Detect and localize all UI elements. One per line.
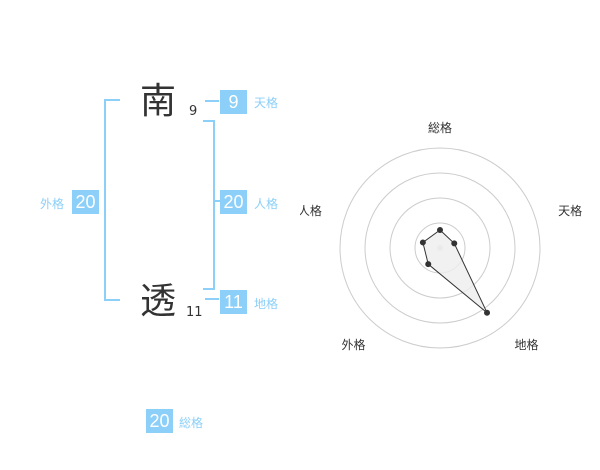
jinkaku-label: 人格 bbox=[254, 197, 279, 211]
radar-axis-label: 外格 bbox=[341, 337, 365, 352]
radar-point bbox=[451, 240, 458, 247]
tenkaku-connector bbox=[205, 100, 219, 102]
jinkaku-value: 20 bbox=[220, 190, 247, 214]
chikaku-label: 地格 bbox=[254, 297, 279, 311]
radar-point bbox=[437, 227, 443, 233]
gaikaku-value: 20 bbox=[72, 190, 99, 214]
radar-ring bbox=[339, 147, 541, 349]
name-char-2-strokes: 11 bbox=[186, 305, 203, 320]
name-char-1-strokes: 9 bbox=[189, 104, 198, 119]
soukaku-value: 20 bbox=[146, 409, 173, 433]
radar-axis-label: 地格 bbox=[515, 337, 539, 352]
tenkaku-value: 9 bbox=[220, 90, 247, 114]
radar-point bbox=[484, 309, 491, 316]
chikaku-value: 11 bbox=[220, 290, 247, 314]
tenkaku-label: 天格 bbox=[254, 96, 279, 110]
radar-axis-label: 総格 bbox=[428, 120, 452, 135]
jinkaku-connector bbox=[213, 200, 221, 202]
radar-point bbox=[419, 239, 426, 246]
radar-point bbox=[425, 261, 432, 268]
radar-polygon bbox=[422, 229, 488, 314]
chikaku-connector bbox=[205, 298, 219, 300]
gaikaku-bracket bbox=[104, 99, 120, 301]
radar-axis-label: 天格 bbox=[558, 203, 582, 218]
jinkaku-bracket bbox=[203, 120, 215, 290]
soukaku-label: 総格 bbox=[179, 416, 204, 430]
name-char-2: 透 bbox=[140, 281, 177, 322]
radar-ring bbox=[364, 172, 516, 324]
radar-axis-label: 人格 bbox=[300, 203, 322, 218]
radar-ring bbox=[389, 197, 491, 299]
name-char-1: 南 bbox=[140, 81, 177, 122]
gaikaku-label: 外格 bbox=[40, 197, 65, 211]
